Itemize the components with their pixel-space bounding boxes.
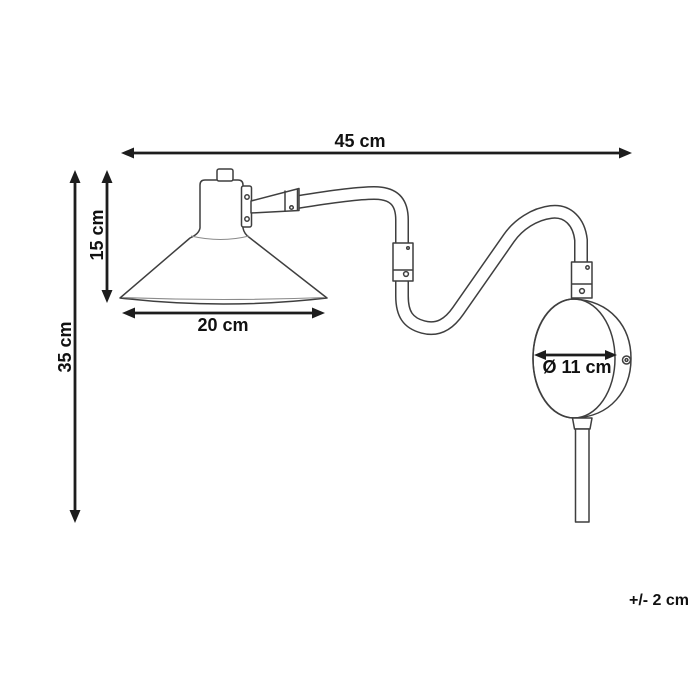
- dimension-arrows: [69, 147, 632, 523]
- dimension-shade-width-arrow: [122, 307, 325, 319]
- arm-sleeve-joint-right: [570, 261, 593, 299]
- canopy-side-screw: [621, 355, 632, 365]
- wall-lamp-drawing: [119, 168, 632, 523]
- label-shade-height: 15 cm: [87, 209, 107, 260]
- lamp-shade: [119, 168, 328, 305]
- shade-bracket: [240, 185, 253, 228]
- label-tolerance: +/- 2 cm: [629, 592, 689, 609]
- arm-sleeve-joint-left: [392, 242, 414, 282]
- dimension-shade-height-arrow: [101, 170, 113, 303]
- shade-neck-rim: [190, 235, 250, 241]
- shade-top-cap: [216, 168, 234, 182]
- arm-connector: [250, 187, 300, 214]
- dimension-mount-diameter-arrow: [534, 350, 617, 360]
- label-shade-width: 20 cm: [197, 315, 248, 335]
- bottom-rod: [571, 417, 593, 523]
- label-overall-height: 35 cm: [55, 321, 75, 372]
- dimension-overall-height-arrow: [69, 170, 81, 523]
- label-overall-width: 45 cm: [334, 131, 385, 151]
- swing-arm-tube: [296, 186, 588, 336]
- shade-bottom-rim: [121, 296, 326, 301]
- dimension-labels: 45 cm 35 cm 15 cm 20 cm Ø 11 cm +/- 2 cm: [55, 131, 689, 609]
- dimension-overall-width-arrow: [121, 147, 632, 159]
- label-mount-diameter: Ø 11 cm: [542, 357, 611, 377]
